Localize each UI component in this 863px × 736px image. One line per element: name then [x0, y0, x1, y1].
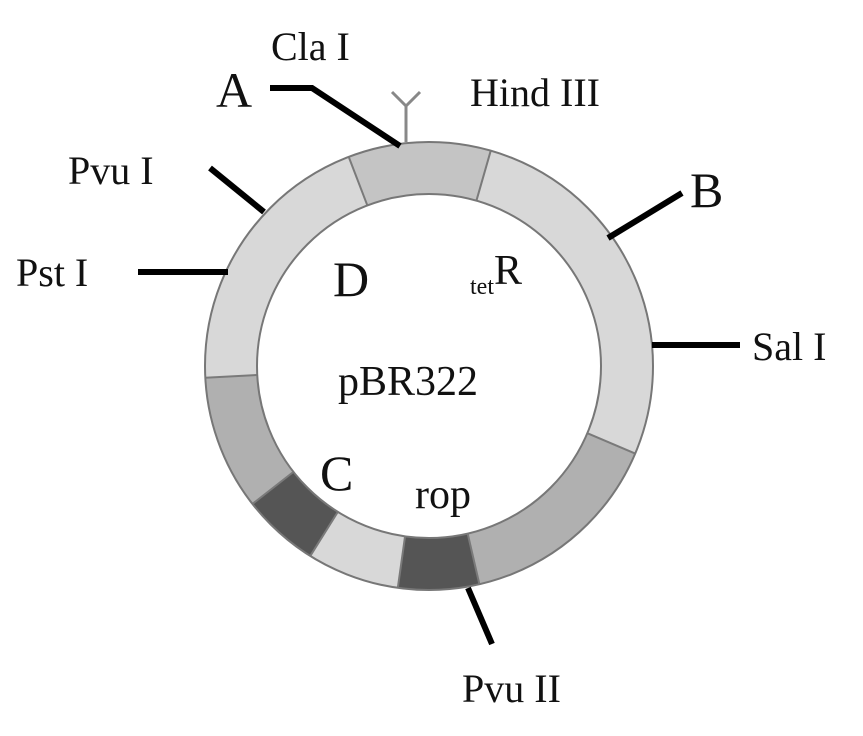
ring-segment-left-lower [205, 374, 294, 504]
rop-gene-label: rop [415, 472, 471, 518]
plasmid-ring [204, 141, 654, 591]
ring-segment-divider [396, 536, 407, 588]
pvu2-site-marker [465, 586, 495, 646]
region-a-label: A [216, 62, 252, 118]
ring-segment-divider [475, 150, 492, 201]
ring-segment-top [348, 142, 491, 206]
ring-segment-tet [475, 150, 653, 454]
ring-segment-d [205, 156, 368, 378]
b-region-marker [606, 190, 684, 241]
plasmid-name-label: pBR322 [338, 359, 478, 405]
ring-segment-divider [586, 432, 636, 455]
ring-segment-pvu2-dark [397, 533, 480, 590]
ring-segment-divider [309, 511, 339, 557]
tet-main: R [494, 248, 522, 294]
cla-site-label: Cla I [271, 24, 350, 69]
ring-segment-divider [205, 374, 258, 379]
ring-segment-bottom [310, 511, 406, 588]
pst-site-label: Pst I [16, 250, 88, 295]
ring-inner-edge [256, 193, 602, 539]
ring-segment-divider [251, 471, 295, 505]
sal-site-label: Sal I [752, 324, 826, 369]
tet-subscript: tet [470, 274, 494, 300]
ring-segment-c-dark [252, 471, 339, 556]
ring-segment-divider [347, 156, 369, 206]
region-b-label: B [690, 162, 723, 218]
pvu2-site-label: Pvu II [462, 666, 561, 711]
cla-site-marker [270, 85, 402, 149]
hind-site-label: Hind III [470, 70, 600, 115]
pvu1-site-label: Pvu I [68, 148, 154, 193]
ring-segment-divider [466, 533, 481, 585]
pvu1-site-marker [208, 165, 266, 215]
region-d-label: D [333, 251, 369, 307]
ring-outer-edge [204, 141, 654, 591]
ring-segment-right-lower [467, 432, 636, 585]
region-c-label: C [320, 445, 353, 501]
hind-site-prong [390, 90, 422, 142]
tet-resistance-label: tetR [470, 248, 522, 300]
